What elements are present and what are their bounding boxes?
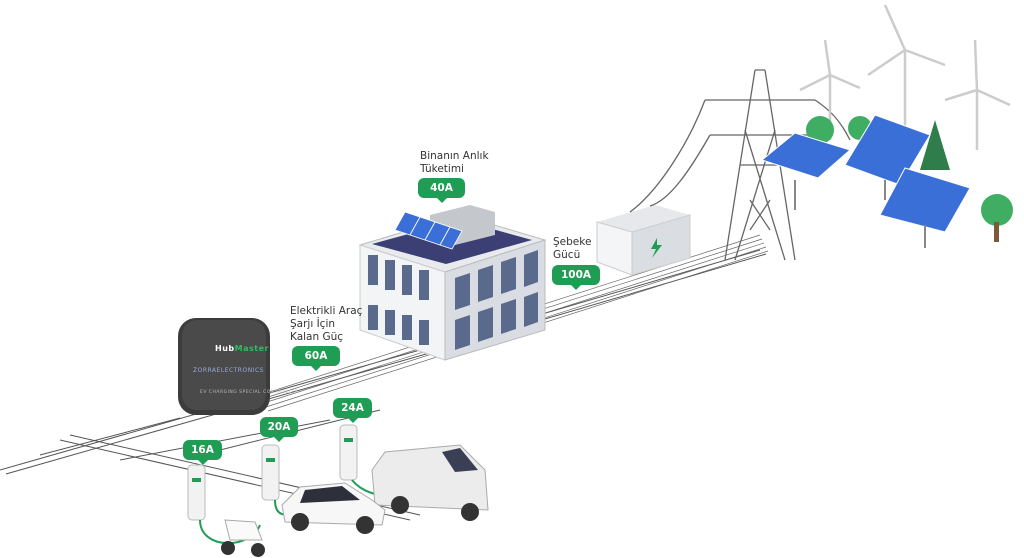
device-brand: HubMaster bbox=[215, 344, 269, 353]
power-pylon bbox=[629, 69, 851, 261]
device-maker: ZORRAELECTRONICS bbox=[193, 367, 264, 374]
van bbox=[371, 444, 489, 521]
hub-master-device bbox=[178, 318, 270, 415]
device-brand-hub: Hub bbox=[215, 344, 235, 353]
grid-power-label: Şebeke Gücü bbox=[553, 236, 592, 261]
ev-remaining-badge: 60A bbox=[292, 346, 340, 371]
transformer bbox=[596, 205, 691, 276]
device-caption: EV CHARGING SPECIAL CONTROLLER bbox=[200, 390, 299, 395]
trees bbox=[806, 116, 1013, 242]
car bbox=[281, 482, 386, 534]
building-consumption-badge: 40A bbox=[418, 178, 465, 203]
building-consumption-label: Binanın Anlık Tüketimi bbox=[420, 150, 489, 175]
bolt-icon bbox=[651, 238, 662, 258]
building bbox=[358, 205, 547, 361]
roof-solar-panel bbox=[394, 211, 463, 250]
charger-2-badge: 20A bbox=[260, 417, 298, 442]
charger-1-badge: 16A bbox=[183, 440, 222, 465]
solar-farm bbox=[760, 114, 971, 248]
vehicles bbox=[221, 444, 489, 557]
grid-power-badge: 100A bbox=[552, 265, 600, 290]
scooter bbox=[221, 519, 265, 557]
device-brand-master: Master bbox=[234, 344, 269, 353]
ev-remaining-label: Elektrikli Araç Şarjı İçin Kalan Güç bbox=[290, 305, 363, 343]
charger-3-badge: 24A bbox=[333, 398, 372, 423]
ev-chargers bbox=[187, 424, 396, 545]
